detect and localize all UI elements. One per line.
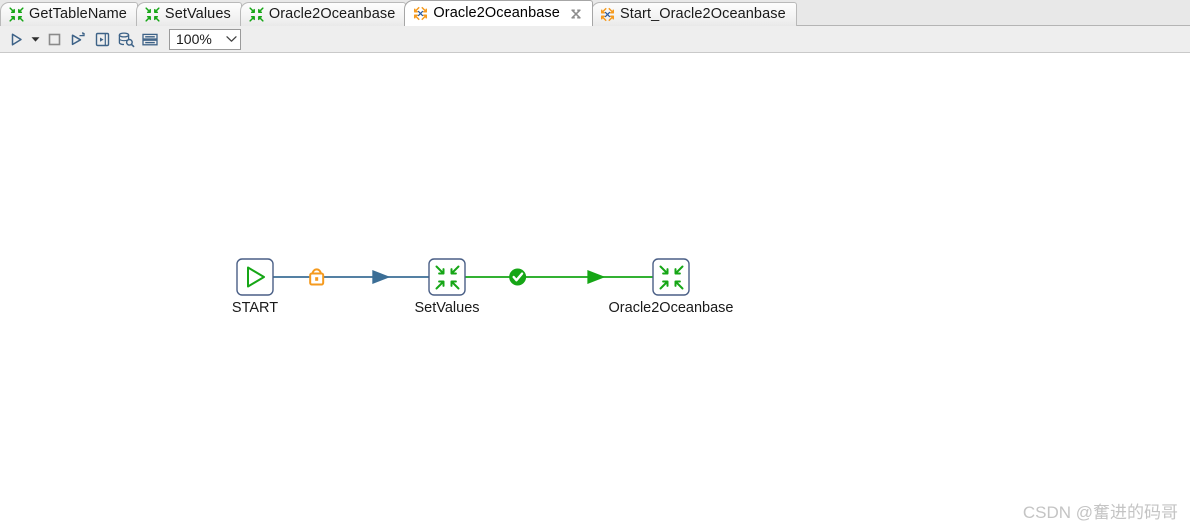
tab-oracle2oceanbase[interactable]: Oracle2Oceanbase — [239, 2, 407, 26]
tab-label: Oracle2Oceanbase — [268, 6, 396, 23]
node-label-oracle2oceanbase: Oracle2Oceanbase — [608, 300, 734, 316]
grid-rows-icon — [142, 33, 158, 45]
tab-label: Start_Oracle2Oceanbase — [619, 6, 786, 23]
start-play-icon — [247, 266, 265, 288]
debug-run-button[interactable] — [66, 28, 90, 51]
zoom-level-value: 100% — [176, 31, 212, 47]
job-entry-start[interactable] — [236, 258, 274, 296]
job-canvas[interactable]: START SetValues Oracle2Oceanbase CSDN @奮进的… — [0, 53, 1190, 532]
zoom-chevron-down-icon — [222, 30, 240, 49]
arrow-right-icon — [372, 270, 391, 284]
stop-square-icon — [48, 33, 60, 45]
job-graph — [236, 258, 690, 296]
lock-icon[interactable] — [309, 268, 325, 286]
tab-start-oracle2oceanbase[interactable]: Start_Oracle2Oceanbase — [590, 2, 797, 26]
run-options-caret[interactable] — [28, 28, 42, 51]
tab-strip: GetTableName SetValues Oracle2Oceanbase Ora… — [0, 0, 797, 26]
script-play-icon — [95, 32, 109, 46]
job-icon — [414, 6, 428, 21]
tab-label: SetValues — [164, 6, 231, 23]
check-circle-icon[interactable] — [509, 268, 527, 286]
database-search-icon — [118, 31, 135, 47]
transformation-icon — [145, 7, 160, 22]
run-button[interactable] — [4, 28, 28, 51]
play-icon — [11, 32, 22, 46]
node-label-setvalues: SetValues — [414, 300, 480, 316]
node-box — [236, 258, 274, 296]
tab-label: Oracle2Oceanbase — [433, 5, 560, 22]
arrow-right-icon — [587, 270, 606, 284]
job-entry-oracle2oceanbase[interactable] — [652, 258, 690, 296]
play-with-arrow-icon — [71, 31, 85, 45]
close-icon[interactable] — [570, 8, 582, 20]
transformation-icon — [9, 7, 24, 22]
tab-bar: GetTableName SetValues Oracle2Oceanbase Ora… — [0, 0, 1190, 26]
tab-setvalues[interactable]: SetValues — [135, 2, 242, 26]
tab-oracle2oceanbase-active[interactable]: Oracle2Oceanbase — [404, 0, 593, 26]
node-box — [652, 258, 690, 296]
node-label-start: START — [231, 300, 279, 316]
preview-db-button[interactable] — [114, 28, 138, 51]
hop-setvalues-to-oracle2oceanbase[interactable] — [465, 268, 653, 286]
tab-label: GetTableName — [29, 6, 127, 23]
job-entry-setvalues[interactable] — [428, 258, 466, 296]
chevron-down-icon — [31, 36, 39, 42]
zoom-level-combo[interactable]: 100% — [169, 28, 241, 50]
watermark-text: CSDN @奮进的码哥 — [1022, 503, 1178, 522]
toolbar: 100% — [0, 26, 1190, 53]
stop-button[interactable] — [42, 28, 66, 51]
transformation-icon — [249, 7, 264, 22]
tab-gettablename[interactable]: GetTableName — [0, 2, 138, 26]
grid-button[interactable] — [138, 28, 162, 51]
node-box — [428, 258, 466, 296]
sql-script-button[interactable] — [90, 28, 114, 51]
hop-start-to-setvalues[interactable] — [273, 268, 429, 286]
job-icon — [600, 7, 614, 22]
